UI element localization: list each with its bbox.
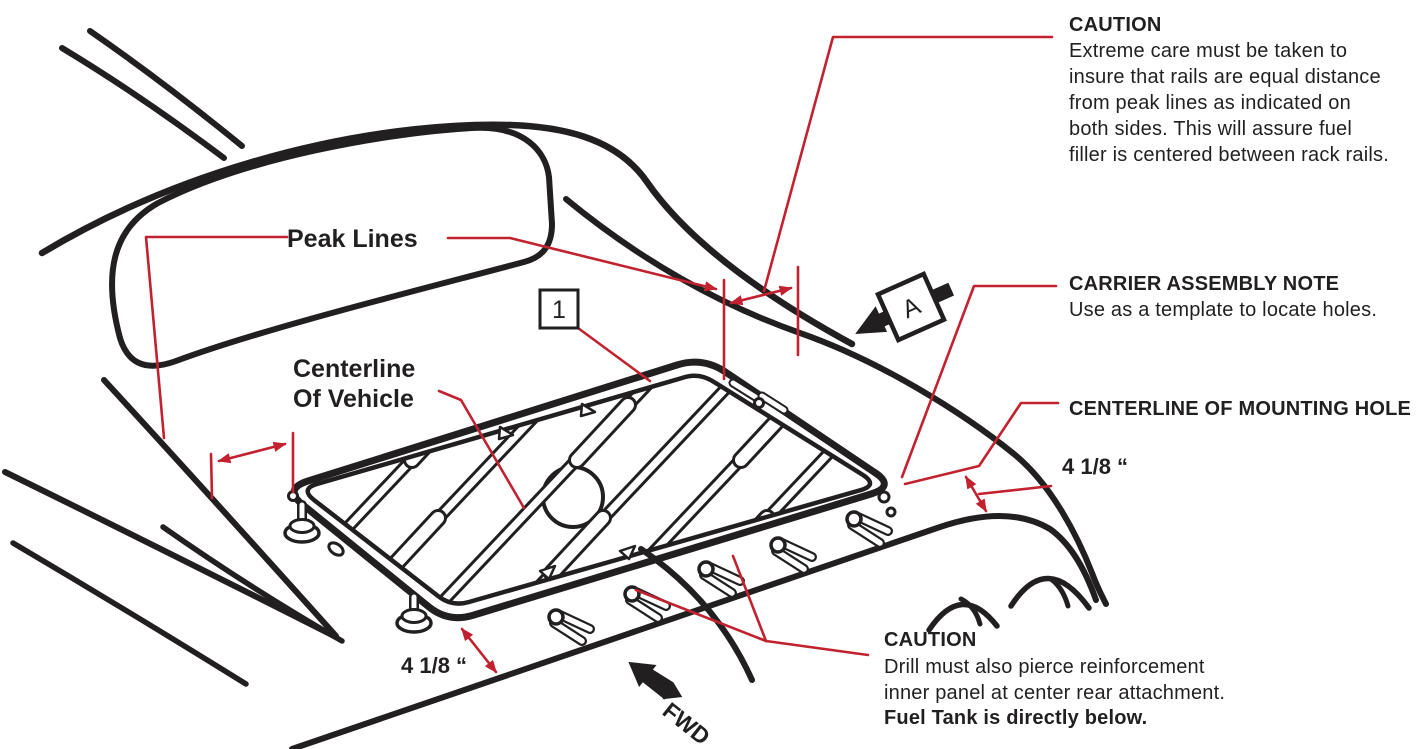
fender-arc-right-outer: [1008, 575, 1092, 611]
view-label-box: [875, 271, 947, 343]
leader-caution-top: [762, 35, 1054, 293]
leader-dim-right: [977, 484, 1053, 496]
rear-deck-seam-line: [289, 513, 1099, 749]
mounting-hole-right: [877, 490, 891, 504]
peak-lines-label: Peak Lines: [287, 225, 418, 253]
fwd-label: FWD: [658, 697, 715, 749]
caution-top-line: filler is centered between rack rails.: [1069, 144, 1389, 166]
left-quarter-crease-b: [10, 540, 249, 687]
fwd-arrow-head: [628, 661, 657, 687]
mounting-hole-label: CENTERLINE OF MOUNTING HOLE: [1069, 398, 1411, 420]
vehicle-centerline-label: Centerline Of Vehicle: [293, 355, 415, 413]
leader-peak-lines-left: [144, 235, 289, 440]
caution-top-block: CAUTION Extreme care must be taken to in…: [1069, 14, 1389, 166]
callout-number: 1: [552, 296, 566, 324]
stud-cluster: [697, 560, 745, 598]
fwd-arrow-tail: [662, 682, 683, 700]
leader-caution-bottom-b: [731, 554, 768, 643]
fender-arc-left-outer: [926, 601, 1000, 633]
side-stud: [327, 541, 345, 557]
leader-vehicle-centerline: [437, 389, 526, 510]
callout-1-symbol: 1: [538, 288, 580, 330]
rack-rail-tabs: [497, 402, 637, 581]
left-quarter-crease-a: [160, 524, 345, 644]
stud-cluster: [845, 510, 893, 548]
rear-window-outline: [109, 124, 555, 369]
caution-bottom-line2: inner panel at center rear attachment.: [884, 682, 1225, 704]
fwd-symbol: FWD: [628, 661, 715, 749]
pillar-line-inner: [87, 28, 245, 149]
caution-bottom-line3: Fuel Tank is directly below.: [884, 707, 1147, 729]
dimension-arrow-right: [964, 475, 988, 513]
stud-cluster: [623, 585, 671, 623]
foot-rim-front: [400, 608, 428, 624]
top-rail-bracket: [728, 378, 789, 415]
left-peak-line-lower: [2, 469, 339, 640]
foot-rim-left: [288, 518, 316, 534]
vehicle-centerline-line1: Centerline: [293, 355, 415, 383]
view-arrow-head: [855, 306, 888, 335]
callout-box: [538, 288, 580, 330]
leader-carrier-note: [900, 284, 1058, 479]
fender-arc-left-inner: [958, 596, 983, 627]
caution-top-line: both sides. This will assure fuel: [1069, 118, 1352, 140]
leader-mounting-hole: [903, 401, 1060, 486]
right-quarter-peak-line: [563, 196, 1109, 607]
dim-right-value: 4 1/8 “: [1062, 454, 1128, 479]
caution-bottom-block: CAUTION Drill must also pierce reinforce…: [884, 629, 1225, 729]
dimension-arrow-bottom: [460, 627, 498, 674]
fwd-arrow-shaft: [641, 668, 674, 700]
caution-top-line: from peak lines as indicated on: [1069, 92, 1351, 114]
leader-caution-bottom-a: [634, 588, 870, 657]
caution-top-line: Extreme care must be taken to: [1069, 40, 1347, 62]
caution-bottom-line1: Drill must also pierce reinforcement: [884, 656, 1205, 678]
view-a-symbol: A: [855, 271, 955, 343]
carrier-note-body: Use as a template to locate holes.: [1069, 299, 1377, 321]
pillar-line-outer: [59, 45, 227, 161]
dimension-arrow-right-peak: [729, 285, 793, 306]
extension-line-left-a: [209, 452, 214, 500]
carrier-note-block: CARRIER ASSEMBLY NOTE Use as a template …: [1069, 273, 1377, 321]
rack-attachment-studs: [287, 378, 897, 646]
caution-top-title: CAUTION: [1069, 14, 1162, 36]
caution-top-line: insure that rails are equal distance: [1069, 66, 1381, 88]
red-annotations: [144, 35, 1060, 674]
roofline-and-right-peak-line: [38, 121, 856, 348]
dim-bottom-value: 4 1/8 “: [401, 653, 467, 678]
dimension-arrow-left-peak: [217, 441, 287, 464]
carrier-note-title: CARRIER ASSEMBLY NOTE: [1069, 273, 1339, 295]
leader-peak-lines-right: [446, 236, 718, 292]
rack-inner-frame: [305, 373, 873, 606]
vehicle-centerline-line2: Of Vehicle: [293, 385, 414, 413]
caution-bottom-title: CAUTION: [884, 629, 977, 651]
rack-feet: [283, 500, 433, 634]
stud-cluster: [547, 608, 595, 646]
stud-cluster: [769, 536, 817, 574]
corner-hardware: [885, 506, 897, 518]
fender-arc-right-inner: [1048, 576, 1071, 609]
leader-callout-1: [576, 326, 652, 383]
